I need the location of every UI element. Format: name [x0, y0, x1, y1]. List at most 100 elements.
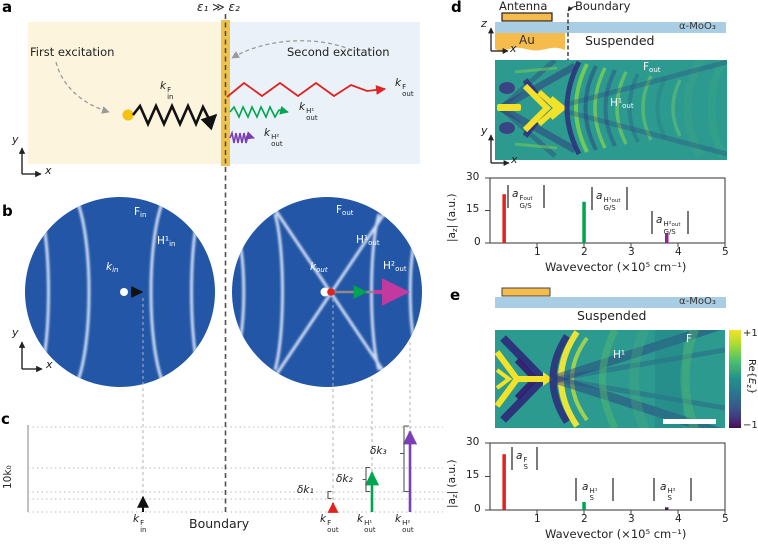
panel-a-schematic [28, 20, 420, 166]
chart-d-xtick-2: 2 [581, 246, 588, 258]
antenna-rect-e [501, 287, 551, 297]
panel-d-field-map [495, 60, 727, 160]
chart-d-ticks [485, 177, 726, 247]
colorbar-min-label: −1 [743, 420, 758, 431]
chart-e-xtick-1: 1 [534, 513, 541, 525]
chart-d-ytick-15: 15 [466, 203, 480, 215]
panel-label-a: a [2, 0, 13, 16]
chart-d-ytick-30: 30 [466, 171, 480, 183]
panel-label-e: e [450, 286, 461, 304]
permittivity-title: ε₁ ≫ ε₂ [197, 0, 240, 14]
panel-a-arrows [18, 40, 386, 178]
chart-e-label-bars [511, 447, 692, 501]
chart-d-y-axis-label: |az| (a.u.) [446, 193, 459, 242]
chart-d-bar-H2 [665, 233, 669, 243]
chart-e-xtick-2: 2 [581, 513, 588, 525]
antenna-label: Antenna [499, 0, 548, 13]
F-out-label: Fout [336, 204, 354, 217]
chart-e [485, 442, 726, 514]
harmonic1-wave-arrow [229, 105, 289, 119]
harmonic2-wave-arrow [229, 130, 255, 144]
chart-e-ytick-0: 0 [474, 503, 481, 515]
moo3-label-d: α-MoO₃ [679, 21, 716, 32]
panel-a-x-label: x [45, 164, 52, 177]
k-out-dot-red [327, 288, 335, 296]
boundary-pointer-arrow [567, 5, 578, 12]
k-in-circle-label: kin [106, 261, 119, 274]
H1-in-label: H¹in [157, 235, 176, 248]
moo3-slab-d [495, 22, 726, 33]
chart-e-xtick-4: 4 [675, 513, 682, 525]
incident-wave-arrow [131, 102, 218, 131]
panel-e-schematic [495, 287, 726, 308]
panel-d-map-y-label: y [481, 124, 488, 137]
panel-a-y-label: y [12, 133, 19, 146]
chart-e-y-axis-label: |az| (a.u.) [446, 459, 459, 508]
colorbar [729, 330, 741, 428]
chart-d-ytick-0: 0 [474, 236, 481, 248]
k-out-circle-label: kout [310, 261, 328, 274]
panel-b-x-label: x [46, 358, 53, 371]
delta-k3-label: δk₃ [370, 445, 387, 457]
boundary-label-d: Boundary [575, 0, 631, 13]
panel-label-d: d [451, 0, 462, 16]
chart-e-xtick-5: 5 [722, 513, 729, 525]
chart-d-xtick-1: 1 [534, 246, 541, 258]
panel-b-arrows [18, 278, 410, 373]
F-in-label: Fin [134, 206, 147, 219]
scale-bar [663, 419, 716, 424]
chart-d-label-bars [507, 185, 689, 234]
panel-label-c: c [1, 410, 10, 428]
first-excitation-label: First excitation [30, 45, 115, 59]
panel-label-b: b [2, 202, 13, 220]
delta-k-brackets [327, 425, 409, 500]
antenna-rect [501, 12, 553, 22]
panel-b-y-label: y [12, 326, 19, 339]
colorbar-axis-label: Re{Ez} [745, 359, 757, 395]
chart-e-x-axis-label: Wavevector (×10⁵ cm⁻¹) [545, 527, 687, 541]
map-d-F-out-label: Fout [643, 61, 661, 74]
panel-d-map-x-label: x [511, 153, 518, 166]
suspended-label-d: Suspended [585, 33, 655, 48]
panel-c-y-axis-label: 10k₀ [2, 465, 14, 489]
H1-out-label: H¹out [356, 234, 380, 247]
delta-k2-label: δk₂ [336, 473, 353, 485]
chart-e-bar-H1 [582, 502, 586, 510]
map-e-H1-label: H¹ [613, 349, 626, 361]
chart-d-xtick-4: 4 [675, 246, 682, 258]
source-dot [122, 109, 134, 121]
first-excitation-pointer-arrow [55, 61, 110, 114]
panel-d-x-label: x [510, 42, 517, 55]
delta-k1-label: δk₁ [297, 484, 314, 496]
chart-e-bar-F [502, 454, 506, 510]
chart-e-ytick-15: 15 [466, 469, 480, 481]
chart-d-x-axis-label: Wavevector (×10⁵ cm⁻¹) [545, 260, 687, 274]
colorbar-max-label: +1 [743, 328, 758, 339]
H2-out-label: H²out [383, 260, 407, 273]
k-out-dot-white [320, 287, 330, 297]
suspended-label-e: Suspended [577, 308, 647, 323]
au-label: Au [519, 33, 535, 47]
chart-d [485, 177, 726, 247]
map-d-H1-out-label: H¹out [610, 97, 634, 110]
chart-e-ytick-30: 30 [466, 436, 480, 448]
moo3-slab-e [495, 297, 726, 308]
k-in-dot [120, 288, 128, 296]
chart-d-bar-H1 [582, 201, 586, 243]
map-e-F-label: F [686, 333, 693, 345]
panel-d-z-label: z [481, 17, 487, 30]
